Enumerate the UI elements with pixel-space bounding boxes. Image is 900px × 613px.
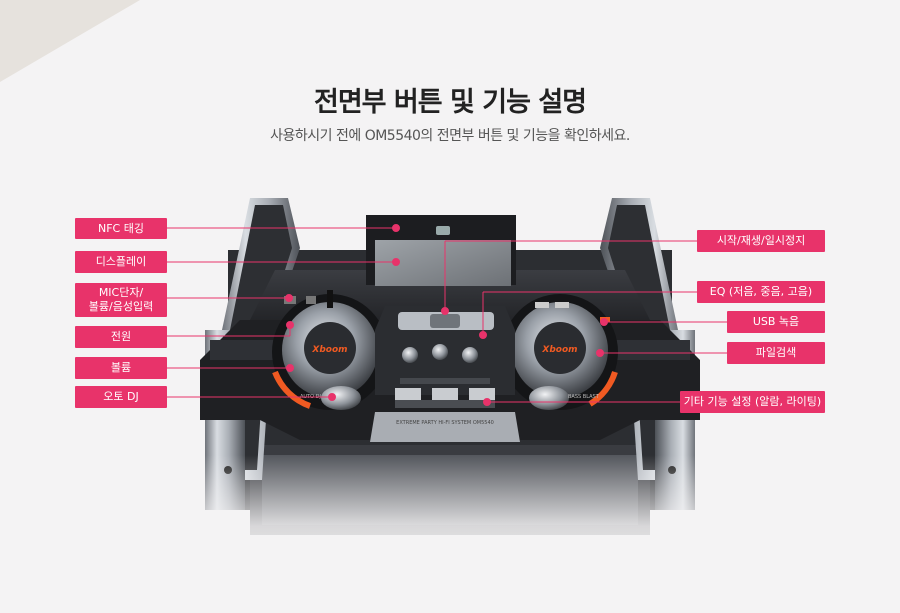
label-power: 전원 (75, 326, 167, 348)
corner-decoration (0, 0, 140, 82)
left-deck-center (304, 322, 356, 374)
page-subtitle: 사용하시기 전에 OM5540의 전면부 버튼 및 기능을 확인하세요. (270, 128, 630, 144)
label-display: 디스플레이 (75, 251, 167, 273)
right-connector-lines (441, 240, 727, 406)
label-other-settings: 기타 기능 설정 (알람, 라이팅) (680, 391, 825, 413)
usb-button (555, 302, 569, 308)
function-button (469, 388, 495, 400)
right-deck-brand: Xboom (541, 345, 577, 355)
left-deck-accent (272, 370, 312, 409)
nfc-tag-icon (436, 226, 450, 235)
eq-knob-icon (402, 347, 418, 363)
usb-button (535, 302, 549, 308)
function-button (432, 388, 458, 400)
auto-dj-knob (321, 386, 361, 410)
mixer-label-strip (400, 378, 490, 384)
play-pause-button (430, 314, 460, 328)
label-mic-volume-voice: MIC단자/ 볼륨/음성입력 (75, 283, 167, 317)
function-button (395, 388, 421, 400)
label-usb-record: USB 녹음 (727, 311, 825, 333)
eq-knob-icon (462, 347, 478, 363)
eq-knob-icon (432, 344, 448, 360)
mic-button (306, 296, 316, 304)
label-volume: 볼륨 (75, 357, 167, 379)
model-strip-print: EXTREME PARTY HI-FI SYSTEM OM5540 (396, 420, 494, 426)
function-strip (395, 400, 495, 408)
bass-blast-knob (529, 386, 569, 410)
bass-blast-print: BASS BLAST (568, 394, 600, 400)
label-auto-dj: 오토 DJ (75, 386, 167, 408)
left-deck-brand: Xboom (311, 345, 347, 355)
label-file-search: 파일검색 (727, 342, 825, 364)
right-deck-center (534, 322, 586, 374)
label-eq: EQ (저음, 중음, 고음) (697, 281, 825, 303)
left-connector-lines (167, 224, 400, 401)
model-strip (370, 412, 520, 442)
label-nfc-tagging: NFC 태깅 (75, 218, 167, 239)
page-title: 전면부 버튼 및 기능 설명 (314, 87, 587, 118)
mic-jack (327, 290, 333, 308)
bottom-fade (0, 455, 900, 613)
label-play-pause: 시작/재생/일시정지 (697, 230, 825, 252)
